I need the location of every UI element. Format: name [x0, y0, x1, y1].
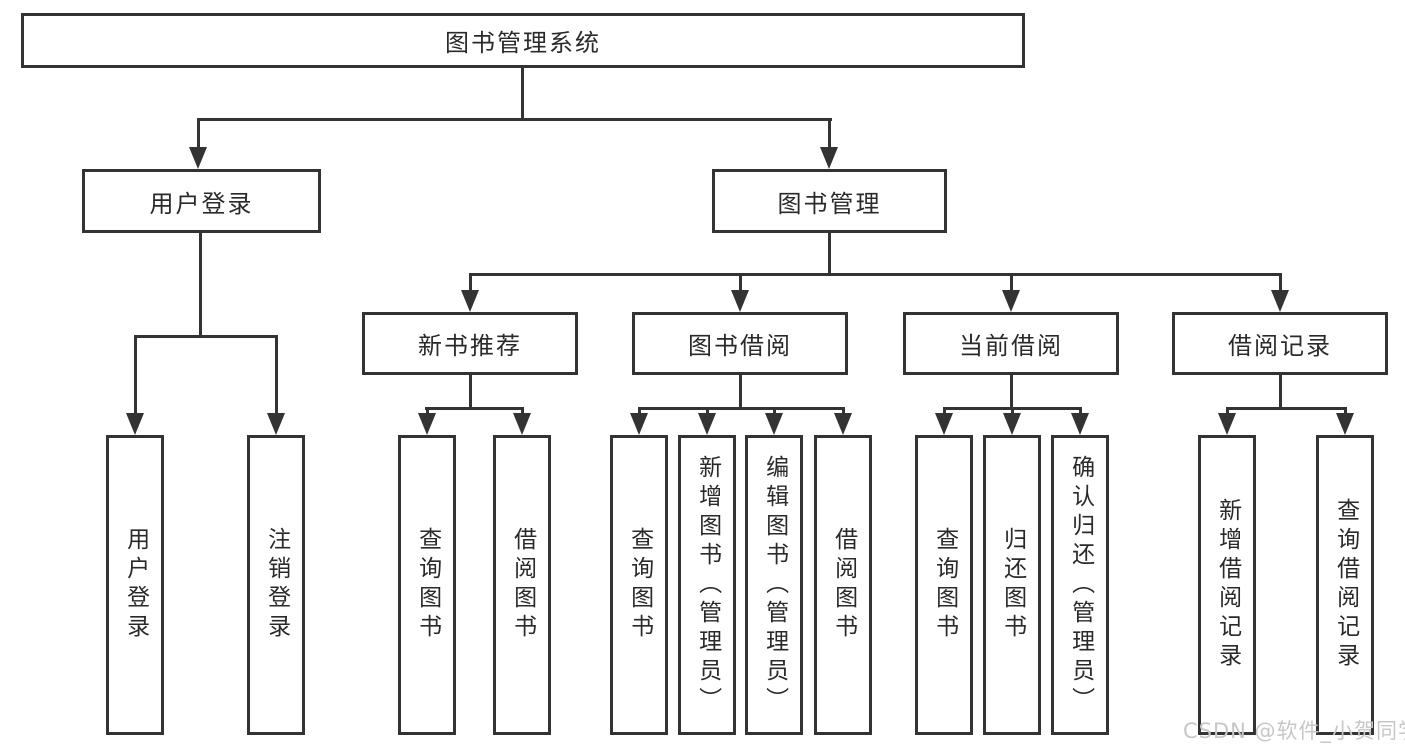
leaf-borrow-books-recommend-label: 借阅图书 — [509, 527, 536, 643]
connector-book-management-trunk — [828, 233, 831, 275]
arrow-down-icon — [698, 413, 716, 435]
csdn-watermark: CSDN @软件_小贺同学 — [1183, 719, 1405, 743]
node-book-borrowing-label: 图书借阅 — [688, 332, 792, 360]
arrow-down-icon — [1271, 290, 1289, 312]
leaf-edit-book-admin-label: 编辑图书（管理员） — [761, 454, 788, 716]
node-current-borrowing: 当前借阅 — [903, 312, 1119, 375]
connector-drop-leaf — [1226, 407, 1229, 416]
arrow-down-icon — [1336, 413, 1354, 435]
leaf-search-books-borrowing-label: 查询图书 — [626, 527, 653, 643]
connector-user-login-branch — [134, 335, 278, 338]
arrow-down-icon — [126, 413, 144, 435]
leaf-add-borrow-record-label: 新增借阅记录 — [1214, 498, 1241, 672]
leaf-add-book-admin: 新增图书（管理员） — [678, 435, 736, 735]
node-current-borrowing-label: 当前借阅 — [959, 332, 1063, 360]
leaf-search-books-recommend: 查询图书 — [398, 435, 456, 735]
node-new-book-recommend: 新书推荐 — [362, 312, 578, 375]
connector-current-trunk — [1010, 375, 1013, 409]
connector-level3-branch — [469, 273, 1282, 276]
connector-drop-leaf-logout — [275, 335, 278, 417]
leaf-logout: 注销登录 — [247, 435, 305, 735]
arrow-down-icon — [1218, 413, 1236, 435]
leaf-user-login: 用户登录 — [106, 435, 164, 735]
connector-user-login-trunk — [199, 233, 202, 337]
connector-drop-leaf — [1011, 407, 1014, 416]
node-book-management-label: 图书管理 — [777, 189, 882, 218]
arrow-down-icon — [1003, 413, 1021, 435]
arrow-down-icon — [461, 290, 479, 312]
node-root-label: 图书管理系统 — [445, 29, 601, 57]
leaf-add-borrow-record: 新增借阅记录 — [1198, 435, 1256, 735]
arrow-down-icon — [630, 413, 648, 435]
connector-drop-leaf — [521, 407, 524, 416]
connector-drop-book-borrowing — [739, 273, 742, 293]
node-user-login: 用户登录 — [82, 169, 321, 233]
connector-drop-leaf — [943, 407, 946, 416]
leaf-logout-label: 注销登录 — [263, 527, 290, 643]
arrow-down-icon — [418, 413, 436, 435]
connector-recommend-branch — [425, 407, 524, 410]
leaf-search-borrow-record-label: 查询借阅记录 — [1332, 498, 1359, 672]
arrow-down-icon — [935, 413, 953, 435]
leaf-search-books-borrowing: 查询图书 — [610, 435, 668, 735]
connector-drop-borrowing-records — [1279, 273, 1282, 293]
leaf-borrow-books-borrowing: 借阅图书 — [814, 435, 872, 735]
node-new-book-recommend-label: 新书推荐 — [418, 332, 522, 360]
connector-records-branch — [1226, 407, 1346, 410]
connector-drop-leaf — [842, 407, 845, 416]
connector-drop-user-login — [197, 118, 200, 151]
node-borrowing-records: 借阅记录 — [1172, 312, 1388, 375]
connector-records-trunk — [1279, 375, 1282, 409]
arrow-down-icon — [834, 413, 852, 435]
node-book-borrowing: 图书借阅 — [632, 312, 848, 375]
leaf-borrow-books-recommend: 借阅图书 — [493, 435, 551, 735]
leaf-search-borrow-record: 查询借阅记录 — [1316, 435, 1374, 735]
node-borrowing-records-label: 借阅记录 — [1228, 332, 1332, 360]
connector-level2-branch — [197, 118, 832, 121]
connector-root-trunk — [521, 67, 524, 119]
leaf-search-books-current-label: 查询图书 — [931, 527, 958, 643]
connector-borrowing-trunk — [739, 375, 742, 409]
arrow-down-icon — [1071, 413, 1089, 435]
leaf-edit-book-admin: 编辑图书（管理员） — [745, 435, 803, 735]
connector-drop-leaf — [1344, 407, 1347, 416]
arrow-down-icon — [1002, 290, 1020, 312]
connector-drop-new-book-recommend — [469, 273, 472, 293]
leaf-user-login-label: 用户登录 — [122, 527, 149, 643]
connector-drop-leaf-user-login — [134, 335, 137, 417]
connector-drop-book-management — [828, 118, 831, 151]
connector-drop-current-borrowing — [1010, 273, 1013, 293]
connector-drop-leaf — [426, 407, 429, 416]
arrow-down-icon — [267, 413, 285, 435]
arrow-down-icon — [820, 147, 838, 169]
connector-recommend-trunk — [469, 375, 472, 409]
arrow-down-icon — [189, 147, 207, 169]
leaf-return-books-label: 归还图书 — [999, 527, 1026, 643]
leaf-search-books-current: 查询图书 — [915, 435, 973, 735]
leaf-confirm-return-admin: 确认归还（管理员） — [1051, 435, 1109, 735]
arrow-down-icon — [513, 413, 531, 435]
node-root: 图书管理系统 — [21, 13, 1025, 68]
leaf-add-book-admin-label: 新增图书（管理员） — [694, 454, 721, 716]
connector-borrowing-branch — [638, 407, 845, 410]
node-user-login-label: 用户登录 — [149, 189, 254, 218]
connector-drop-leaf — [706, 407, 709, 416]
arrow-down-icon — [765, 413, 783, 435]
connector-drop-leaf — [638, 407, 641, 416]
arrow-down-icon — [731, 290, 749, 312]
node-book-management: 图书管理 — [712, 169, 947, 233]
connector-drop-leaf — [1079, 407, 1082, 416]
connector-drop-leaf — [773, 407, 776, 416]
leaf-return-books: 归还图书 — [983, 435, 1041, 735]
leaf-borrow-books-borrowing-label: 借阅图书 — [830, 527, 857, 643]
leaf-search-books-recommend-label: 查询图书 — [414, 527, 441, 643]
leaf-confirm-return-admin-label: 确认归还（管理员） — [1067, 454, 1094, 716]
